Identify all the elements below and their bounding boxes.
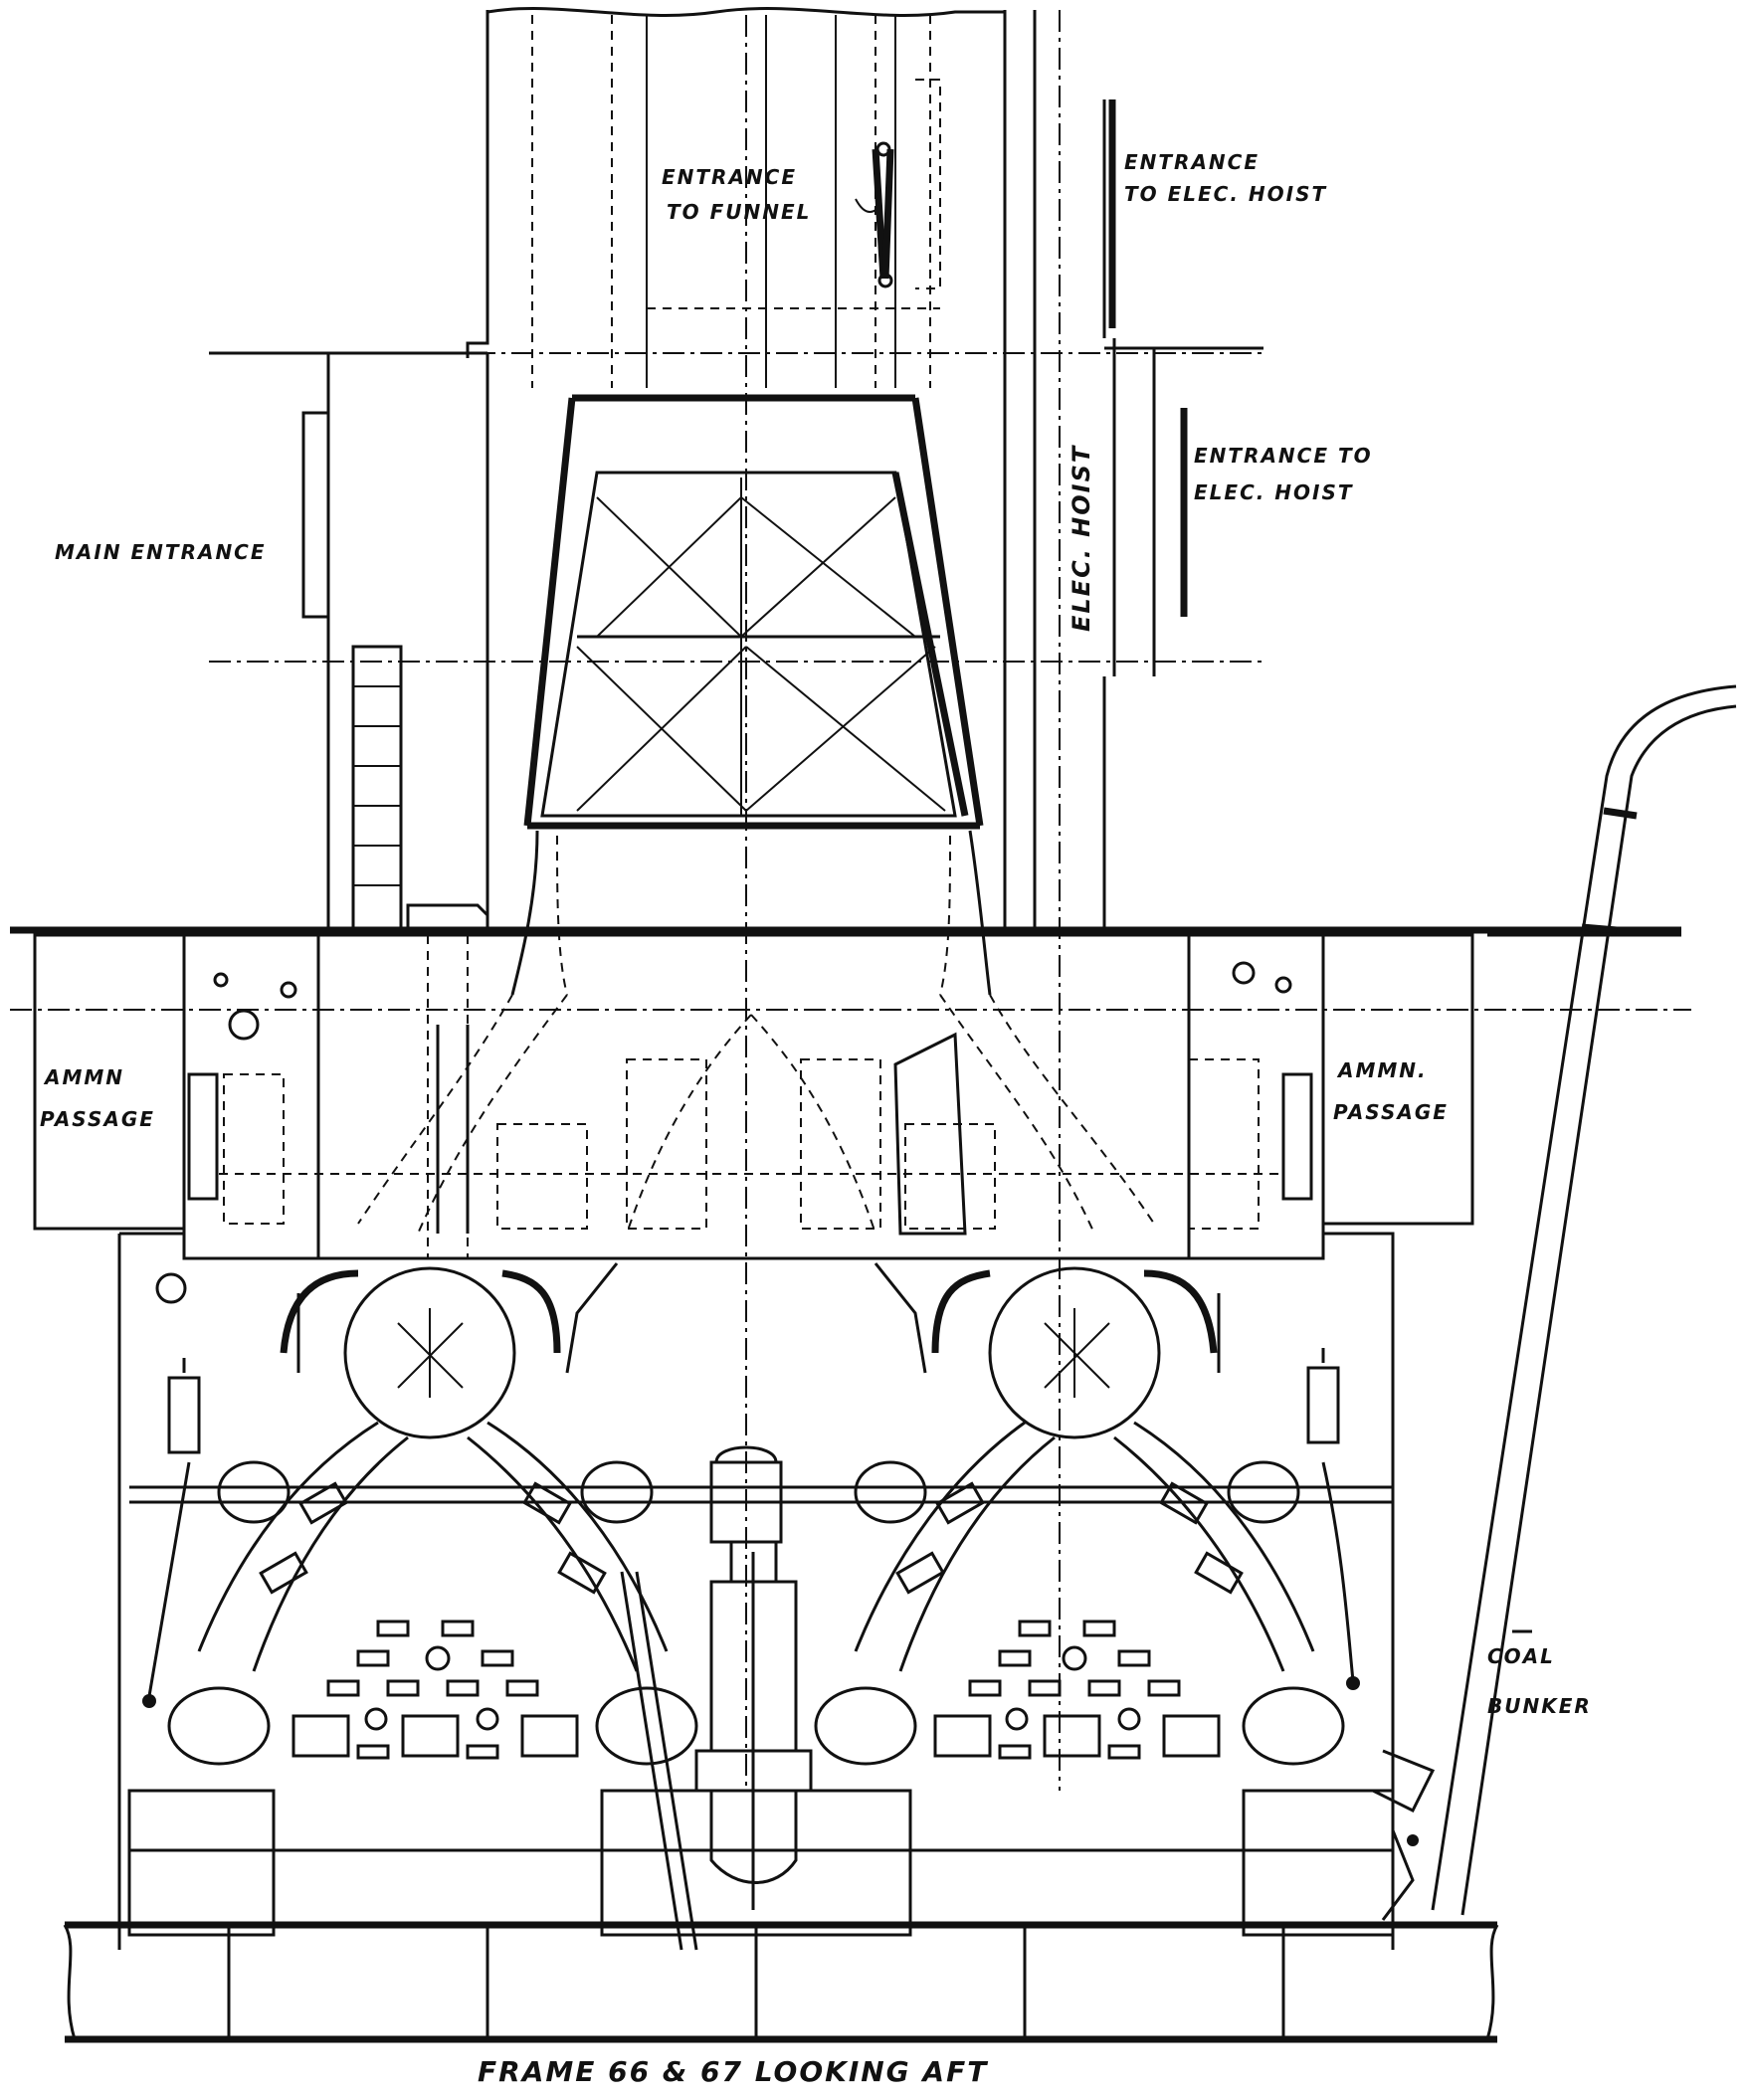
- label-elec-hoist: ELEC. HOIST: [1068, 445, 1095, 632]
- label-entrance-to-elec-hoist-top-1: ENTRANCE: [1124, 150, 1260, 174]
- uptake-casing: [510, 394, 992, 996]
- label-coal-bunker-1: COAL: [1487, 1644, 1555, 1668]
- label-entrance-to-funnel-1: ENTRANCE: [662, 165, 797, 189]
- elec-hoist-trunk: [1003, 10, 1188, 1791]
- central-feed-pump: [620, 1445, 813, 1951]
- funnel-upper-casing: [466, 7, 1007, 1791]
- label-entrance-to-elec-hoist-mid-2: ELEC. HOIST: [1194, 480, 1354, 504]
- coal-bunker-chute: [1372, 684, 1737, 1921]
- furnace-fronts: [292, 1620, 1221, 1760]
- label-entrance-to-elec-hoist-mid-1: ENTRANCE TO: [1194, 444, 1373, 468]
- ammunition-passage-band: [33, 933, 1474, 1260]
- label-ammn-passage-left-2: PASSAGE: [40, 1107, 155, 1131]
- label-ammn-passage-left-1: AMMN: [43, 1065, 124, 1089]
- label-main-entrance: MAIN ENTRANCE: [55, 540, 267, 564]
- boiler-compartment-outline: [117, 1232, 1395, 1950]
- foundation-blocks: [63, 1789, 1499, 2043]
- label-ammn-passage-right-2: PASSAGE: [1333, 1100, 1449, 1124]
- side-fittings: [142, 1348, 1360, 1708]
- label-entrance-to-elec-hoist-top-2: TO ELEC. HOIST: [1124, 182, 1327, 206]
- left-boiler: [167, 1262, 698, 1766]
- main-entrance-trunk: [301, 353, 489, 932]
- label-ammn-passage-right-1: AMMN.: [1336, 1058, 1428, 1082]
- figure-caption: FRAME 66 & 67 LOOKING AFT: [478, 2055, 988, 2088]
- label-coal-bunker-2: BUNKER: [1487, 1694, 1592, 1718]
- label-entrance-to-funnel-2: TO FUNNEL: [667, 200, 811, 224]
- right-boiler: [814, 1262, 1345, 1766]
- deck-lines: [10, 346, 1691, 1011]
